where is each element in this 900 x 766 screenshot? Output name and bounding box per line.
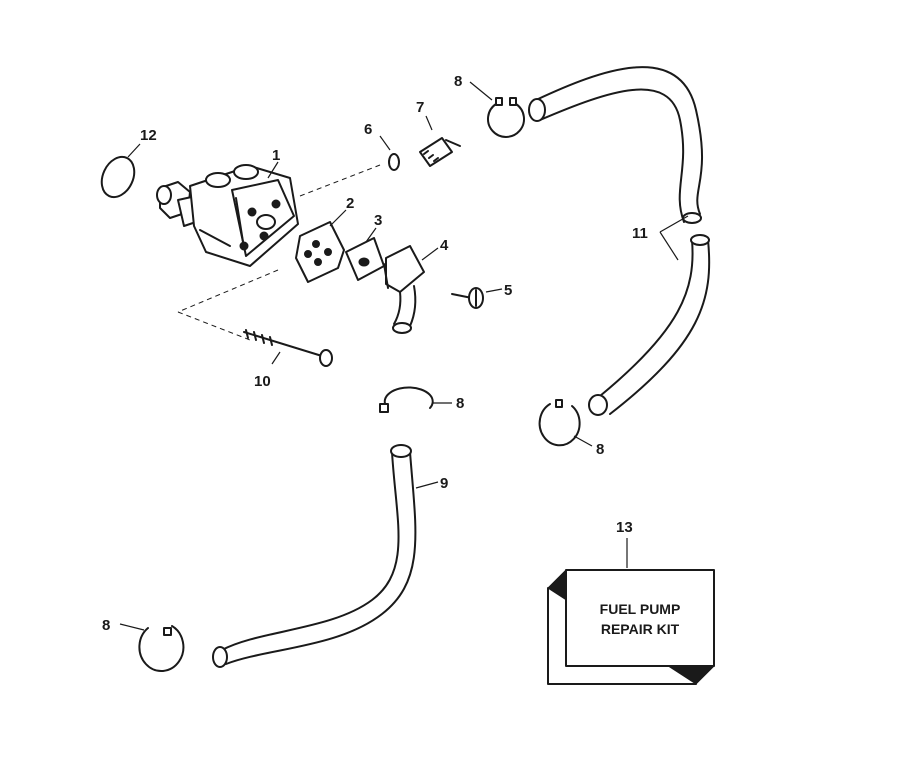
- alignment-dashed-lines: [177, 164, 381, 341]
- screw-part-5: [451, 287, 503, 309]
- fuel-hose-part-9: [212, 444, 439, 668]
- callout-8-top: 8: [454, 73, 462, 90]
- callout-4: 4: [440, 237, 449, 254]
- gasket-part-3: [345, 227, 385, 281]
- small-o-ring-part-6: [379, 135, 400, 171]
- fuel-pump-body-part-1: [156, 161, 299, 267]
- callout-8-bottom: 8: [102, 617, 110, 634]
- callout-9: 9: [440, 475, 448, 492]
- repair-kit-label-line-2: REPAIR KIT: [601, 621, 680, 637]
- fitting-part-7: [419, 115, 461, 167]
- callout-12: 12: [140, 127, 157, 144]
- callout-8-middle: 8: [456, 395, 464, 412]
- o-ring-part-12: [100, 143, 141, 199]
- repair-kit-label-line-1: FUEL PUMP: [600, 601, 681, 617]
- bolt-part-10: [243, 329, 333, 367]
- callout-11: 11: [632, 225, 648, 242]
- clamp-part-8-right: [538, 399, 593, 447]
- fuel-hose-part-11: [528, 66, 711, 416]
- callout-13: 13: [616, 519, 633, 536]
- clamp-part-8-top: [469, 81, 525, 138]
- clamp-part-8-middle: [379, 386, 452, 413]
- callout-7: 7: [416, 99, 424, 116]
- diaphragm-part-2: [295, 209, 347, 283]
- callout-8-right: 8: [596, 441, 604, 458]
- callout-10: 10: [254, 373, 271, 390]
- callout-1: 1: [272, 147, 280, 164]
- callout-2: 2: [346, 195, 354, 212]
- callout-6: 6: [364, 121, 372, 138]
- repair-kit-box-part-13: [547, 538, 715, 685]
- callout-3: 3: [374, 212, 382, 229]
- clamp-part-8-bottom: [119, 623, 185, 673]
- pump-cover-part-4: [383, 245, 439, 334]
- callout-5: 5: [504, 282, 512, 299]
